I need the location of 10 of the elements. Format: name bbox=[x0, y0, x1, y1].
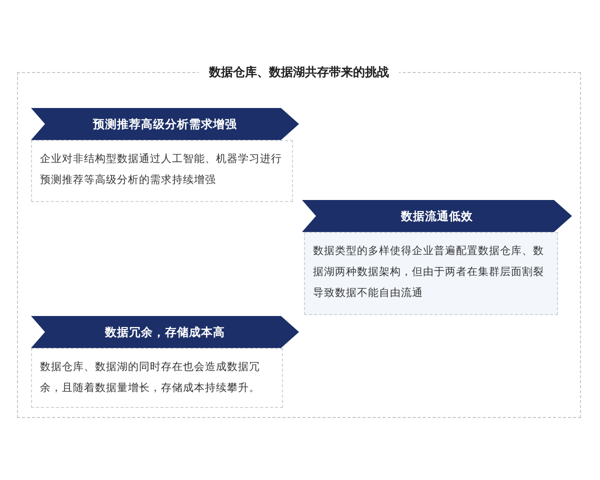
body-text: 数据仓库、数据湖的同时存在也会造成数据冗余，且随着数据量增长，存储成本持续攀升。 bbox=[40, 360, 261, 396]
frame-title: 数据仓库、数据湖共存带来的挑战 bbox=[199, 63, 399, 81]
arrow-banner: 数据冗余，存储成本高 bbox=[31, 316, 299, 348]
body-text: 企业对非结构型数据通过人工智能、机器学习进行预测推荐等高级分析的需求持续增强 bbox=[40, 152, 283, 188]
arrow-banner: 数据流通低效 bbox=[302, 200, 572, 232]
text-panel bbox=[31, 348, 283, 408]
arrow-banner: 预测推荐高级分析需求增强 bbox=[31, 108, 299, 140]
text-panel bbox=[304, 232, 558, 315]
body-text: 数据类型的多样使得企业普遍配置数据仓库、数据湖两种数据架构，但由于两者在集群层面割裂导致数据不能自由流通 bbox=[313, 244, 545, 301]
text-panel bbox=[31, 140, 293, 202]
